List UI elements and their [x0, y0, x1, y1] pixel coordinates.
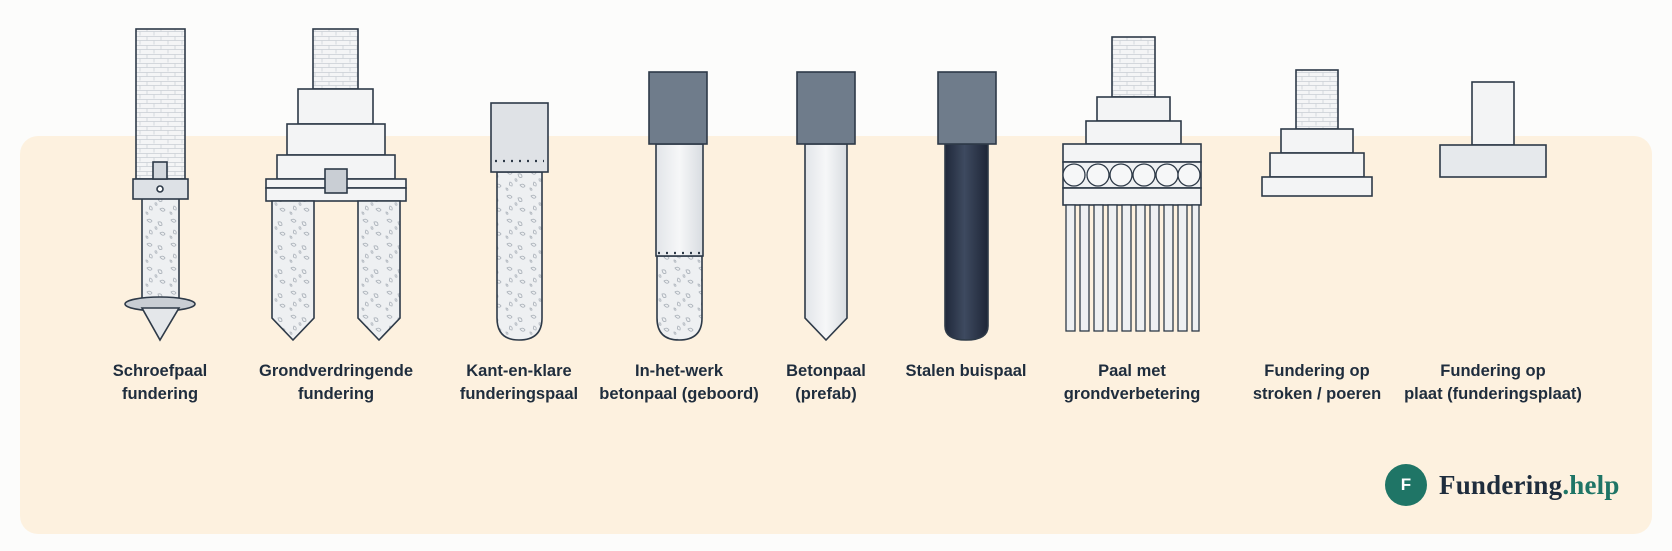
label-line: fundering: [297, 385, 375, 403]
cap-beam: [1062, 187, 1202, 206]
footing-step: [1280, 128, 1354, 154]
pile-shaft: [496, 171, 543, 341]
gravel-pebbles: [1062, 163, 1201, 187]
label-grondverdringende: Grondverdringende fundering: [236, 360, 436, 406]
label-in-het-werk: In-het-werk betonpaal (geboord): [579, 360, 779, 406]
bracket: [152, 161, 168, 180]
grondverdringende-figure: [265, 28, 407, 342]
label-line: betonpaal (geboord): [599, 385, 759, 403]
pile-left: [271, 200, 315, 342]
label-line: grondverbetering: [1063, 385, 1201, 403]
in-het-werk-figure: [648, 71, 708, 341]
label-line: Betonpaal: [786, 362, 866, 380]
pile-head: [937, 71, 997, 145]
pile-right: [357, 200, 401, 342]
stroken-figure: [1261, 69, 1373, 197]
brick-wall: [312, 28, 359, 90]
label-line: Paal met: [1098, 362, 1166, 380]
label-line: In-het-werk: [634, 362, 723, 380]
grondverbetering-figure: [1062, 36, 1202, 332]
brick-wall: [135, 28, 186, 180]
label-line: Fundering op: [1440, 362, 1546, 380]
brick-wall: [1111, 36, 1156, 98]
label-grondverbetering: Paal met grondverbetering: [1032, 360, 1232, 406]
label-betonpaal: Betonpaal (prefab): [726, 360, 926, 406]
label-line: Grondverdringende: [258, 362, 414, 380]
label-stalen-buispaal: Stalen buispaal: [866, 360, 1066, 383]
pile-shaft: [141, 197, 180, 309]
brand-logo: F Fundering.help: [1385, 463, 1620, 507]
brand-name-main: Fundering: [1439, 469, 1563, 500]
footing-step: [1269, 152, 1365, 178]
pile-head: [796, 71, 856, 145]
foundation-slab: [1439, 144, 1547, 178]
connector-block: [324, 168, 348, 194]
footing-step: [1261, 176, 1373, 197]
label-line: fundering: [121, 385, 199, 403]
footing-step: [286, 123, 386, 156]
kant-en-klare-figure: [490, 102, 549, 341]
pile-head: [648, 71, 708, 145]
betonpaal-figure: [796, 71, 856, 342]
label-line: Stalen buispaal: [905, 362, 1027, 380]
brick-wall: [1295, 69, 1339, 130]
plaat-figure: [1439, 81, 1547, 178]
brand-mark-icon: F: [1385, 464, 1427, 506]
label-plaat: Fundering op plaat (funderingsplaat): [1393, 360, 1593, 406]
footing-step: [1085, 120, 1182, 145]
pile-tip: [140, 307, 181, 342]
label-schroefpaal: Schroefpaal fundering: [60, 360, 260, 406]
pile-shaft: [804, 143, 848, 342]
footing-step: [297, 88, 374, 125]
footing-step: [1062, 143, 1202, 163]
stalen-buispaal-figure: [937, 71, 997, 341]
pile-group: [1065, 204, 1200, 332]
label-line: Kant-en-klare: [466, 362, 572, 380]
footing-step: [1096, 96, 1171, 122]
wall: [1471, 81, 1515, 146]
pile-lower: [656, 255, 703, 341]
label-line: plaat (funderingsplaat): [1404, 385, 1582, 403]
bolt: [156, 185, 164, 193]
schroefpaal-figure: [124, 28, 196, 342]
label-line: funderingspaal: [459, 385, 579, 403]
soil-background: [20, 136, 1652, 534]
casing: [655, 143, 704, 257]
label-stroken: Fundering op stroken / poeren: [1217, 360, 1417, 406]
label-kant-en-klare: Kant-en-klare funderingspaal: [419, 360, 619, 406]
label-line: stroken / poeren: [1252, 385, 1382, 403]
brand-name-suffix: .help: [1562, 469, 1620, 500]
label-line: (prefab): [795, 385, 857, 403]
label-line: Schroefpaal: [112, 362, 208, 380]
brand-name: Fundering.help: [1439, 470, 1620, 501]
label-line: Fundering op: [1264, 362, 1370, 380]
steel-tube: [944, 143, 989, 341]
